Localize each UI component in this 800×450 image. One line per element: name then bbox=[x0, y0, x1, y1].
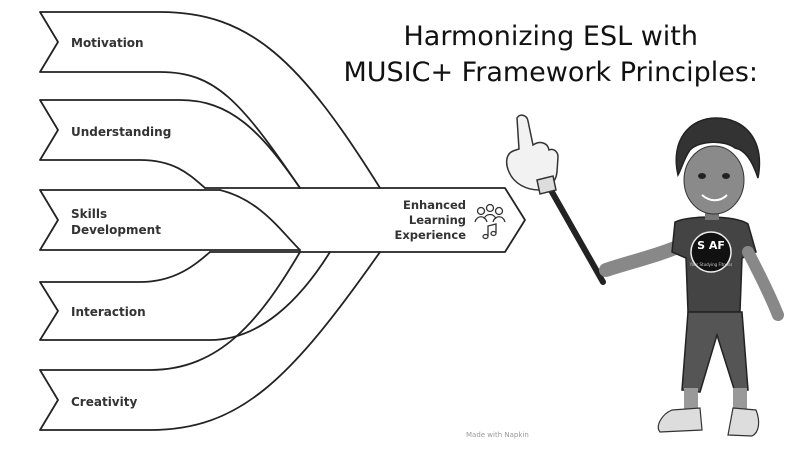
people-music-icon bbox=[474, 203, 506, 240]
input-label-creativity: Creativity bbox=[71, 395, 138, 409]
title-line-2: MUSIC+ Framework Principles: bbox=[343, 57, 758, 88]
interaction-band bbox=[39, 251, 331, 341]
mascot-face bbox=[683, 145, 745, 215]
input-label-motivation: Motivation bbox=[71, 36, 144, 50]
shirt-logo bbox=[690, 231, 732, 273]
mascot-shoe-left bbox=[657, 407, 703, 433]
pointer-stick bbox=[545, 182, 606, 285]
output-label: Enhanced Learning Experience bbox=[394, 198, 466, 242]
mascot-pants bbox=[681, 311, 749, 393]
napkin-credit: Made with Napkin bbox=[466, 431, 529, 439]
output-arrow bbox=[299, 187, 526, 253]
mascot-figure bbox=[505, 114, 784, 437]
pointing-hand-icon bbox=[505, 114, 559, 195]
shirt-subtext: Your Studying Fitness bbox=[689, 262, 733, 267]
mascot-shoe-right bbox=[727, 407, 760, 437]
input-label-skills-development: Skills Development bbox=[71, 207, 161, 237]
shirt-logo-text: S AF bbox=[697, 239, 725, 252]
skills-development-band bbox=[39, 189, 301, 251]
input-label-interaction: Interaction bbox=[71, 305, 146, 319]
creativity-band bbox=[39, 251, 381, 431]
mascot-hair bbox=[675, 117, 761, 179]
mascot-arm bbox=[599, 238, 689, 277]
motivation-band bbox=[39, 11, 381, 189]
understanding-band bbox=[39, 99, 301, 189]
title-line-1: Harmonizing ESL with bbox=[403, 21, 698, 52]
input-label-understanding: Understanding bbox=[71, 125, 172, 139]
